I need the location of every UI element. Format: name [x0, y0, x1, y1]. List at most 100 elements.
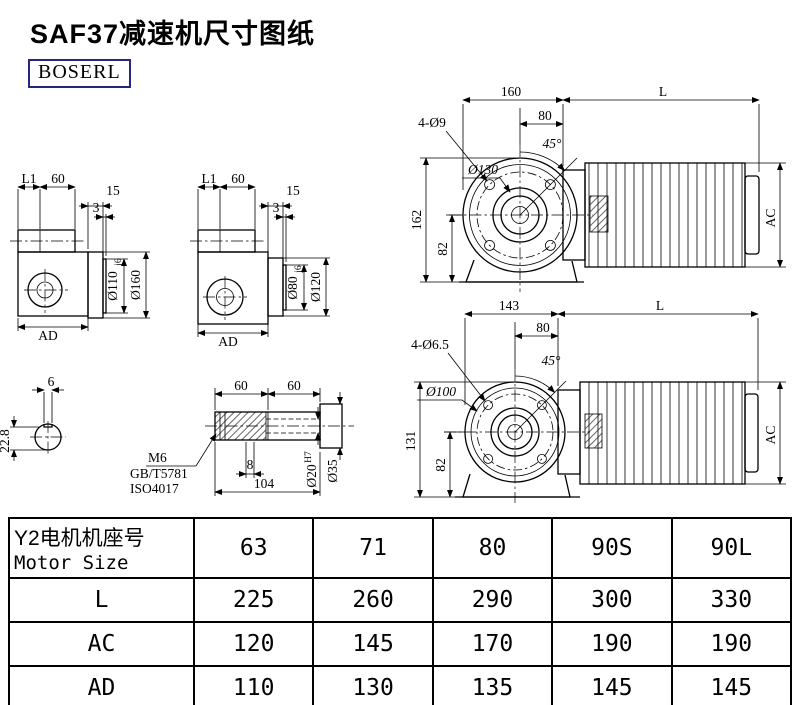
brand-logo: BOSERL	[28, 59, 131, 88]
bolt-hole	[483, 400, 494, 411]
hub	[492, 187, 548, 243]
centerlines	[449, 145, 593, 292]
flange-plate	[87, 251, 104, 319]
centerlines	[190, 240, 264, 320]
dim-AD: AD	[38, 328, 58, 343]
table-row: AD 110 130 135 145 145	[8, 665, 793, 705]
dim-angle: 45°	[542, 353, 562, 368]
table-cell: 145	[312, 621, 434, 667]
angle-arc	[514, 375, 556, 393]
dim-104: 104	[254, 476, 275, 491]
bolt-circle	[476, 393, 554, 471]
motor-size-header-cell: Y2电机机座号 Motor Size	[8, 517, 195, 579]
bolt-circle-leader	[462, 177, 511, 193]
motor-shaft-section	[589, 195, 609, 233]
base-foot	[465, 259, 578, 283]
motor-size-80: 80	[431, 517, 554, 579]
output-shaft	[36, 281, 54, 299]
dim-60a: 60	[234, 378, 248, 393]
flange-inner-ring	[469, 164, 571, 266]
dim-L1: L1	[202, 171, 217, 186]
centerlines	[444, 369, 590, 503]
table-cell: 190	[551, 621, 673, 667]
dim-flange-dia: Ø160	[128, 270, 143, 300]
bore	[497, 414, 533, 450]
table-cell: 170	[431, 621, 554, 667]
shaft	[511, 206, 529, 224]
brand-logo-text: BOSERL	[38, 61, 121, 83]
dim-143: 143	[499, 298, 520, 313]
dim-L: L	[659, 85, 667, 99]
table-row: Y2电机机座号 Motor Size 63 71 80 90S 90L	[8, 517, 793, 579]
dim-bolt-circle: Ø130	[467, 162, 498, 177]
extension-lines	[10, 392, 53, 451]
dim-pilot-tol: j6	[114, 258, 124, 267]
table-row: AC 120 145 170 190 190	[8, 621, 793, 667]
bore-hidden-lines	[266, 418, 320, 434]
dim-pilot-dia: Ø80	[285, 276, 300, 299]
dim-L: L	[656, 298, 664, 313]
dim-82: 82	[433, 458, 448, 472]
motor-endcap	[744, 175, 760, 255]
flange-inner-ring	[470, 387, 560, 477]
table-cell: 130	[312, 665, 434, 705]
view-side-large: L1 60 15 3 Ø110 j6 Ø160 AD	[10, 171, 150, 343]
table-cell: 145	[670, 665, 793, 705]
dim-8: 8	[247, 457, 254, 472]
dim-60: 60	[51, 171, 65, 186]
flange-plate	[267, 257, 284, 317]
dim-pilot-tol: j6	[294, 265, 304, 274]
callout-thread: M6	[148, 450, 167, 465]
output-bore	[206, 278, 244, 316]
dim-L1: L1	[22, 171, 37, 186]
dim-80: 80	[536, 320, 550, 335]
dim-80: 80	[538, 108, 552, 123]
row-label-L: L	[8, 577, 195, 623]
extension-lines	[414, 318, 786, 498]
dim-15: 15	[286, 183, 300, 198]
shaft	[507, 424, 523, 440]
table-cell: 260	[312, 577, 434, 623]
table-cell: 135	[431, 665, 554, 705]
dim-AD: AD	[218, 334, 238, 349]
bolt-hole	[484, 239, 496, 251]
shaft-collar	[319, 403, 343, 449]
motor-shaft-section	[584, 413, 603, 449]
row-label-AD: AD	[8, 665, 195, 705]
table-cell: 120	[192, 621, 315, 667]
bolt-callout-leader	[146, 433, 217, 467]
bolt-hole	[483, 453, 494, 464]
motor-endcap	[744, 393, 759, 473]
dim-angle: 45°	[543, 136, 563, 151]
dim-160: 160	[501, 85, 522, 99]
bolt-hole	[537, 400, 547, 411]
table-cell: 330	[670, 577, 793, 623]
hole-angle-line	[519, 157, 578, 216]
dim-3: 3	[93, 200, 100, 215]
view-shaft-end: 6 22.8	[0, 374, 66, 461]
table-row: L 225 260 290 300 330	[8, 577, 793, 623]
shaft-section-hatch	[214, 411, 267, 441]
callout-std1: GB/T5781	[130, 466, 188, 481]
dim-collar-dia: Ø35	[325, 459, 340, 482]
dim-162: 162	[409, 210, 424, 230]
dim-bore-dia: Ø20	[304, 464, 319, 487]
bolt-circle-leader	[417, 399, 478, 412]
dim-holes: 4-Ø9	[418, 115, 446, 130]
view-front-bottom: 143 L 80 4-Ø6.5 45° Ø100 131 82 AC	[403, 298, 786, 503]
hole-angle-line	[514, 380, 567, 433]
flange-pilot	[102, 258, 107, 314]
dim-flange-dia: Ø120	[308, 272, 323, 302]
motor-size-63: 63	[192, 517, 315, 579]
thread-lines	[219, 412, 269, 440]
row-label-AC: AC	[8, 621, 195, 667]
motor-size-71: 71	[312, 517, 434, 579]
dim-3: 3	[273, 200, 280, 215]
bore	[500, 195, 540, 235]
dim-bolt-circle: Ø100	[425, 384, 456, 399]
dim-AC: AC	[763, 209, 778, 228]
dim-228: 22.8	[0, 429, 12, 453]
hub	[490, 407, 540, 457]
dim-AC: AC	[763, 426, 778, 445]
